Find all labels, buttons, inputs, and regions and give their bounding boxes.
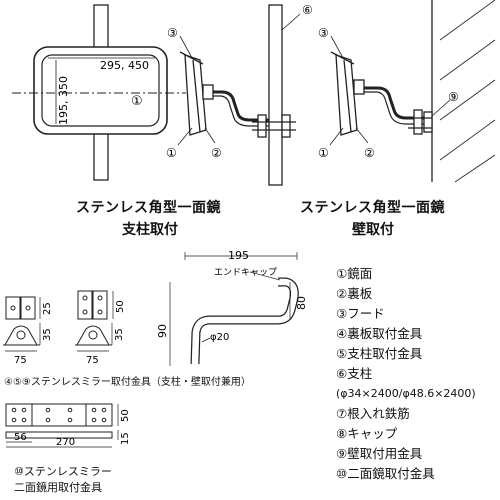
bracket-drawings: 25 35 75 50 35 75	[3, 290, 126, 366]
callout-2-wall: ②	[364, 146, 375, 160]
callout-6-pole: ⑥	[302, 3, 313, 17]
callout-3-pole: ③	[167, 26, 178, 40]
bracket-dim-25: 25	[42, 302, 53, 315]
legend-item: ⑨壁取付用金具	[336, 446, 423, 461]
arm-drawing: 195 エンドキャップ 80 90 φ20	[156, 249, 308, 366]
arm-diameter: φ20	[210, 332, 229, 343]
legend-item: ④裏板取付金具	[336, 326, 423, 341]
bracket-caption: ④⑤⑨ステンレスミラー取付金具（支柱・壁取付兼用）	[4, 377, 251, 388]
double-dim-50: 50	[120, 409, 131, 422]
bracket-dim-50: 50	[115, 300, 126, 313]
arm-dim-195: 195	[228, 249, 249, 262]
dim-height-label: 195, 350	[57, 76, 70, 125]
double-bracket-caption-2: 二面鏡用取付金具	[14, 481, 102, 494]
arm-end-cap-label: エンドキャップ	[214, 267, 277, 278]
legend-item: ③フード	[336, 306, 385, 321]
callout-1-front: ①	[131, 94, 143, 109]
legend-item: ⑩二面鏡取付金具	[336, 466, 435, 481]
arm-dim-80: 80	[295, 296, 308, 310]
dim-width-label: 295, 450	[100, 59, 149, 72]
wall-mount-subtitle: 壁取付	[352, 222, 394, 238]
double-bracket-caption-1: ⑩ステンレスミラー	[14, 465, 112, 478]
legend-item: ②裏板	[336, 286, 373, 301]
pole-mount-side-view	[179, 4, 296, 186]
wall-mount-side-view	[330, 0, 496, 183]
callout-1-wall: ①	[318, 146, 329, 160]
bracket-dim-35-left: 35	[42, 328, 53, 341]
pole-mount-title: ステンレス角型一面鏡	[76, 200, 221, 216]
double-dim-56: 56	[14, 432, 27, 443]
legend-item: ⑤支柱取付金具	[336, 346, 423, 361]
parts-legend: ①鏡面 ②裏板 ③フード ④裏板取付金具 ⑤支柱取付金具 ⑥支柱 (φ34×24…	[336, 264, 476, 484]
bracket-dim-75-right: 75	[86, 355, 99, 366]
callout-2-pole: ②	[211, 146, 222, 160]
callout-1-pole: ①	[166, 146, 177, 160]
wall-mount-title: ステンレス角型一面鏡	[300, 200, 445, 216]
legend-item: ⑦根入れ鉄筋	[336, 406, 410, 421]
bracket-dim-75-left: 75	[14, 355, 27, 366]
legend-item: ⑧キャップ	[336, 426, 398, 441]
legend-item: ①鏡面	[336, 266, 373, 281]
callout-9-wall: ⑨	[448, 90, 459, 104]
double-bracket-drawing: 56 270 50 15	[5, 403, 131, 448]
double-dim-15: 15	[120, 432, 131, 445]
pole-mount-callout-lines	[177, 13, 301, 146]
bracket-dim-35-right: 35	[114, 328, 125, 341]
double-dim-270: 270	[56, 437, 75, 448]
arm-dim-90: 90	[156, 324, 169, 338]
pole-mount-subtitle: 支柱取付	[122, 222, 178, 238]
legend-item: ⑥支柱	[336, 366, 373, 381]
wall-mount-callout-lines	[329, 35, 451, 146]
callout-3-wall: ③	[318, 26, 329, 40]
top-drawings: 295, 450 195, 350 ① ③ ① ② ⑥	[12, 0, 496, 186]
front-view-mirror	[12, 46, 186, 135]
legend-item-size: (φ34×2400/φ48.6×2400)	[336, 387, 476, 400]
